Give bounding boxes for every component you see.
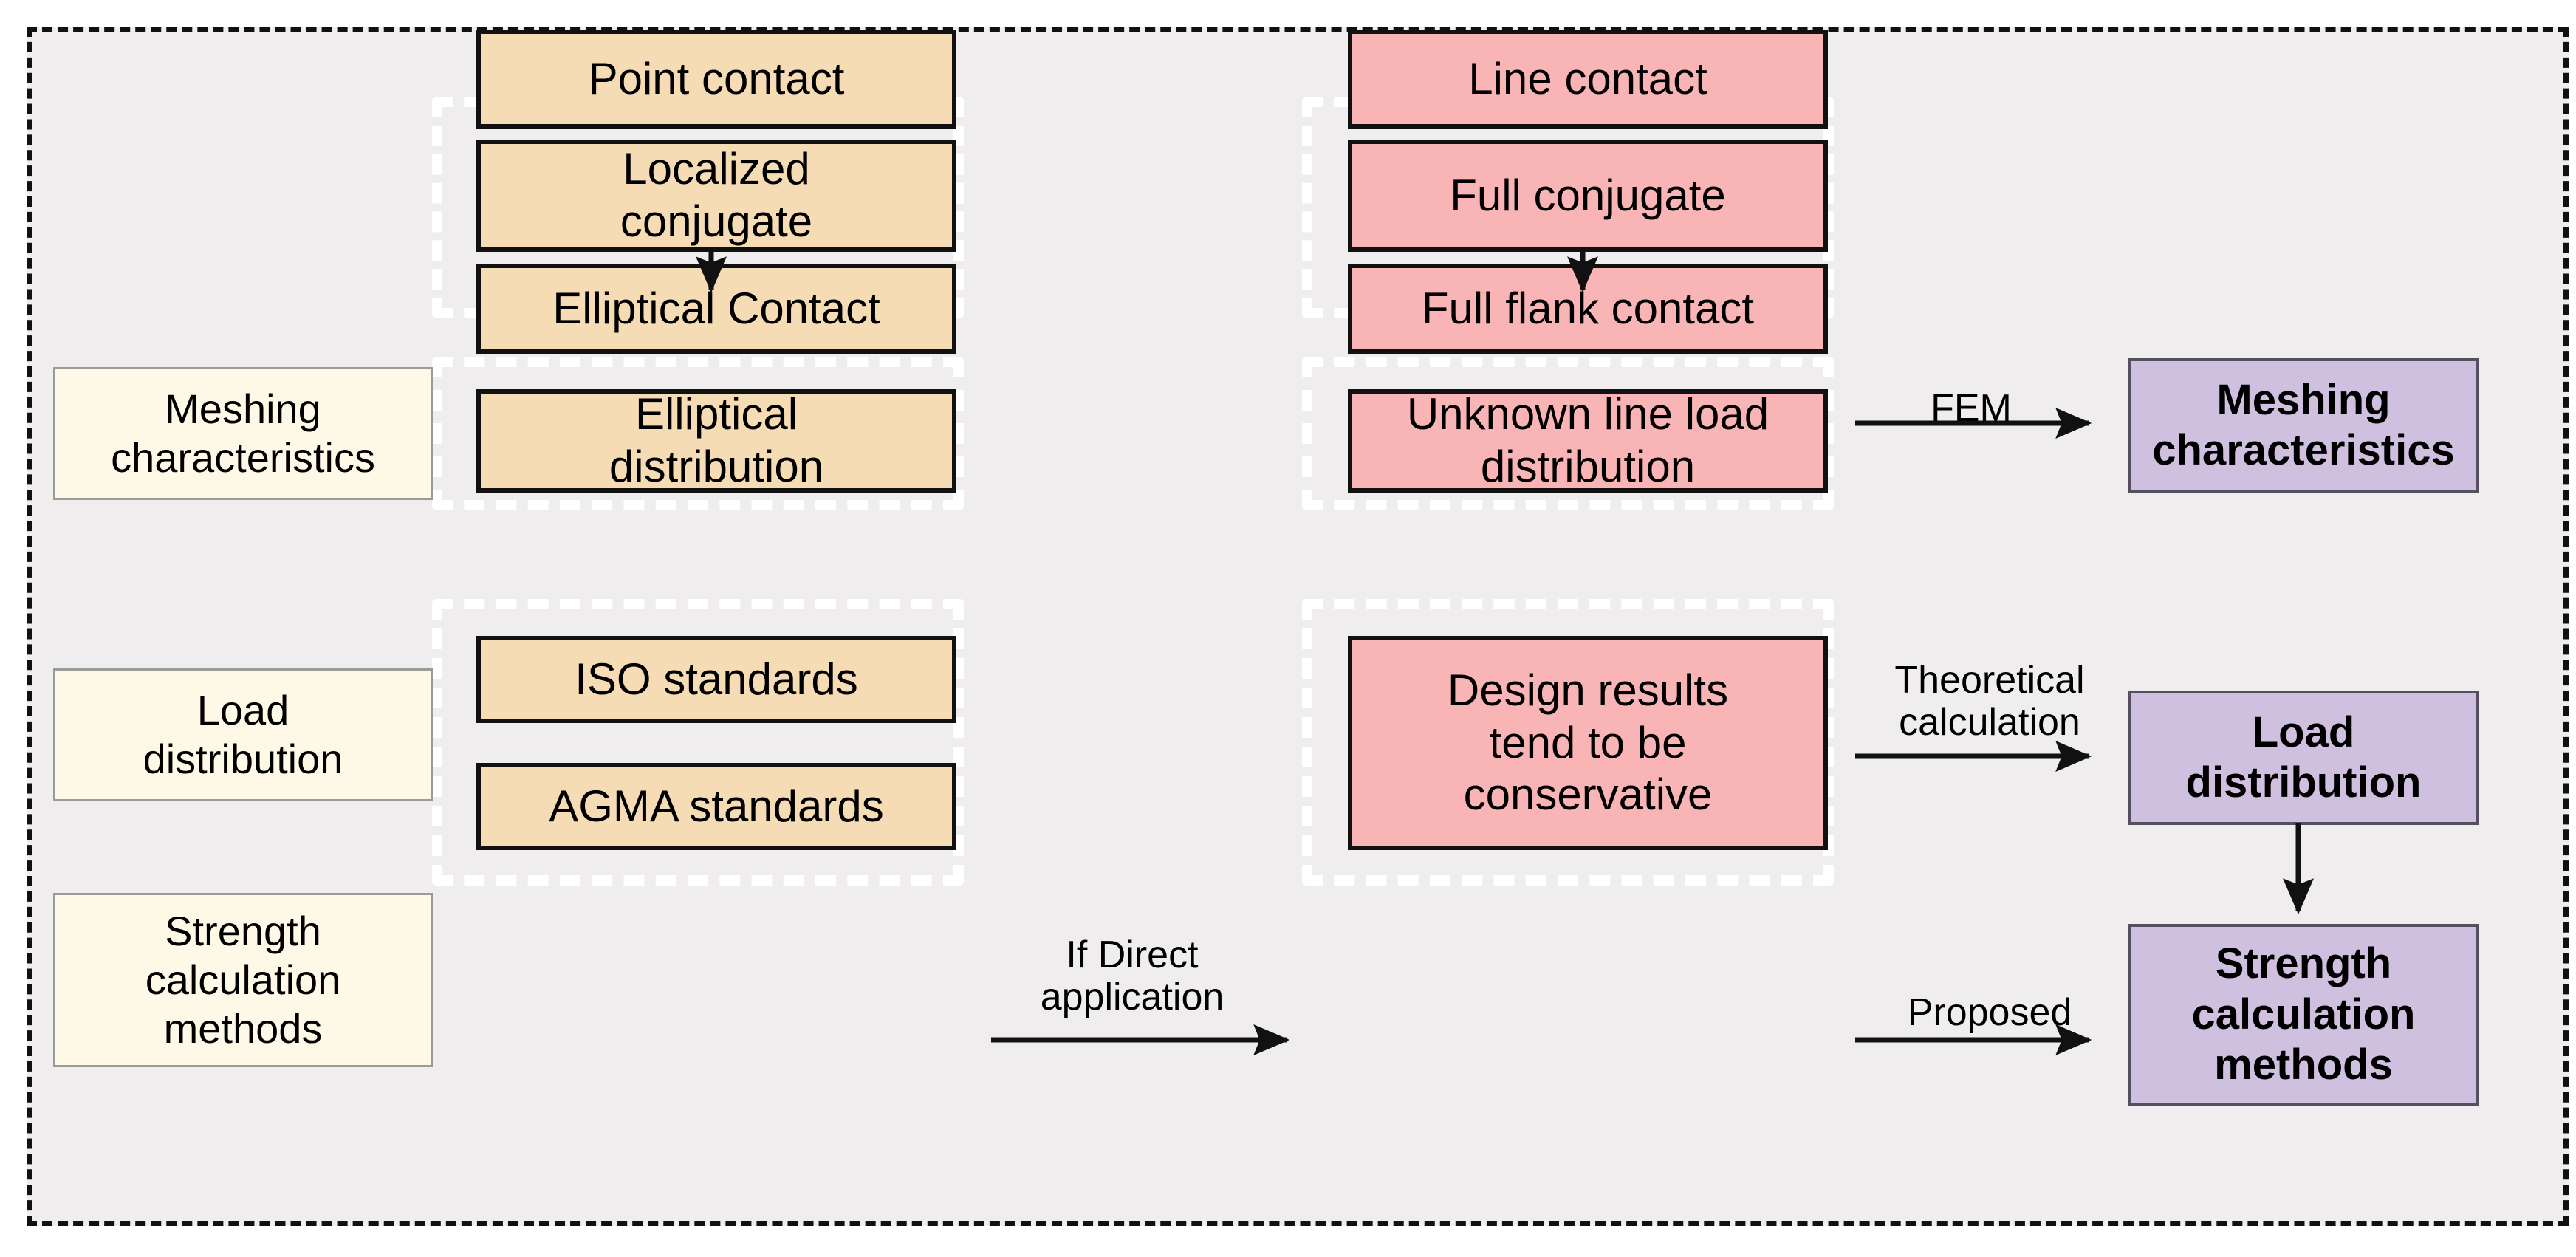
node-result-strength-calculation-methods[interactable]: Strength calculation methods [2128, 924, 2479, 1106]
row-label-strength-calculation-methods: Strength calculation methods [53, 893, 433, 1067]
edge-label-proposed: Proposed [1907, 991, 2072, 1034]
node-elliptical-contact[interactable]: Elliptical Contact [476, 264, 956, 354]
header-point-contact[interactable]: Point contact [476, 30, 956, 129]
node-localized-conjugate[interactable]: Localized conjugate [476, 140, 956, 252]
node-elliptical-distribution[interactable]: Elliptical distribution [476, 389, 956, 493]
group-box-point-load [432, 357, 964, 510]
node-agma-standards[interactable]: AGMA standards [476, 763, 956, 850]
node-iso-standards[interactable]: ISO standards [476, 636, 956, 723]
node-design-results-conservative[interactable]: Design results tend to be conservative [1348, 636, 1828, 850]
node-result-meshing-characteristics[interactable]: Meshing characteristics [2128, 358, 2479, 493]
edge-label-theoretical-calculation: Theoretical calculation [1894, 659, 2085, 744]
edge-label-if-direct-application: If Direct application [1040, 934, 1224, 1019]
header-line-contact[interactable]: Line contact [1348, 30, 1828, 129]
diagram-outer-frame: Point contact Line contact Meshing chara… [27, 27, 2569, 1226]
node-full-conjugate[interactable]: Full conjugate [1348, 140, 1828, 252]
node-unknown-line-load-distribution[interactable]: Unknown line load distribution [1348, 389, 1828, 493]
group-box-line-strength [1302, 599, 1834, 886]
edge-label-fem: FEM [1931, 387, 2012, 430]
row-label-load-distribution: Load distribution [53, 668, 433, 801]
row-label-meshing-characteristics: Meshing characteristics [53, 367, 433, 500]
node-full-flank-contact[interactable]: Full flank contact [1348, 264, 1828, 354]
node-result-load-distribution[interactable]: Load distribution [2128, 691, 2479, 825]
